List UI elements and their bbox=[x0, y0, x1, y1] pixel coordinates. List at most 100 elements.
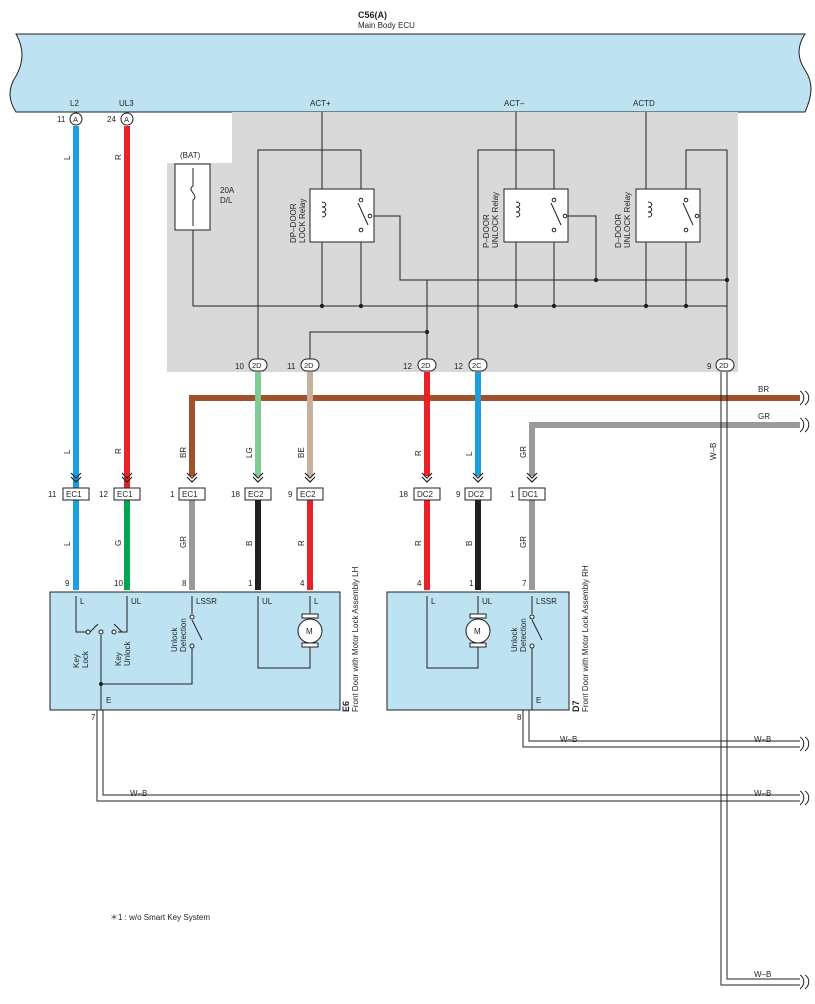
svg-text:Unlock: Unlock bbox=[170, 627, 179, 652]
svg-text:Front Door with Motor Lock Ass: Front Door with Motor Lock Assembly LH bbox=[351, 566, 360, 712]
svg-text:W–B: W–B bbox=[560, 735, 577, 744]
fuse-rating: 20A bbox=[220, 186, 235, 195]
lh-assembly: 9 10 8 1 4 7 L UL LSSR UL L E bbox=[49, 566, 360, 722]
wire-end-markers bbox=[799, 390, 810, 990]
svg-text:L: L bbox=[63, 155, 72, 160]
junction-pin-1: 10 bbox=[235, 362, 244, 371]
svg-text:7: 7 bbox=[522, 579, 527, 588]
svg-text:9: 9 bbox=[288, 490, 293, 499]
ground-wires bbox=[96, 372, 800, 986]
svg-text:9: 9 bbox=[65, 579, 70, 588]
svg-text:B: B bbox=[245, 541, 254, 546]
svg-text:DC2: DC2 bbox=[468, 490, 485, 499]
svg-text:1: 1 bbox=[469, 579, 474, 588]
relay-p-door-unlock: P–DOOR UNLOCK Relay bbox=[482, 188, 569, 248]
svg-text:Unlock: Unlock bbox=[123, 641, 132, 666]
svg-text:L: L bbox=[314, 597, 319, 606]
svg-text:R: R bbox=[114, 154, 123, 160]
svg-text:Lock: Lock bbox=[81, 650, 90, 668]
svg-text:4: 4 bbox=[300, 579, 305, 588]
svg-text:DC1: DC1 bbox=[522, 490, 539, 499]
relay-dp-door-lock: DP–DOOR LOCK Relay bbox=[289, 188, 375, 243]
svg-text:B: B bbox=[465, 541, 474, 546]
svg-text:E: E bbox=[536, 696, 541, 705]
pin-name-actm: ACT– bbox=[504, 99, 525, 108]
svg-text:W–B: W–B bbox=[709, 443, 718, 460]
svg-text:4: 4 bbox=[417, 579, 422, 588]
svg-text:BE: BE bbox=[297, 447, 306, 458]
svg-text:G: G bbox=[114, 540, 123, 546]
junction-pin-5: 9 bbox=[707, 362, 712, 371]
svg-text:LSSR: LSSR bbox=[196, 597, 217, 606]
pin-name-l2: L2 bbox=[70, 99, 79, 108]
svg-text:8: 8 bbox=[182, 579, 187, 588]
svg-text:GR: GR bbox=[758, 412, 770, 421]
svg-text:W–B: W–B bbox=[754, 970, 771, 979]
junction-conn-4: 2C bbox=[472, 361, 482, 370]
pin-name-actp: ACT+ bbox=[310, 99, 331, 108]
svg-text:LG: LG bbox=[245, 447, 254, 458]
svg-text:L: L bbox=[63, 449, 72, 454]
conn-a-l2-label: A bbox=[73, 115, 78, 124]
fuse-name: D/L bbox=[220, 196, 233, 205]
svg-text:R: R bbox=[114, 448, 123, 454]
fuse-icon bbox=[190, 168, 196, 226]
junction-conn-3: 2D bbox=[421, 361, 431, 370]
ecu-name: Main Body ECU bbox=[358, 21, 415, 30]
svg-text:R: R bbox=[414, 450, 423, 456]
svg-text:E: E bbox=[106, 696, 111, 705]
mid-connectors: 11 EC1 12 EC1 1 EC1 18 EC2 9 EC2 18 DC2 … bbox=[48, 487, 546, 501]
svg-text:L: L bbox=[431, 597, 436, 606]
svg-text:7: 7 bbox=[91, 713, 96, 722]
colored-wires bbox=[73, 126, 800, 590]
svg-text:E6: E6 bbox=[341, 701, 351, 712]
junction-pin-2: 11 bbox=[287, 362, 296, 371]
svg-text:W–B: W–B bbox=[754, 789, 771, 798]
relay-p-label-1: P–DOOR bbox=[482, 214, 491, 248]
relay-d-door-unlock: D–DOOR UNLOCK Relay bbox=[614, 188, 701, 248]
svg-text:EC1: EC1 bbox=[66, 490, 82, 499]
junction-pin-4: 12 bbox=[454, 362, 463, 371]
svg-text:GR: GR bbox=[179, 536, 188, 548]
svg-text:GR: GR bbox=[519, 446, 528, 458]
motor-icon-lh: M bbox=[297, 613, 323, 648]
svg-text:EC1: EC1 bbox=[182, 490, 198, 499]
svg-text:1: 1 bbox=[170, 490, 175, 499]
pin-num-l2: 11 bbox=[57, 115, 66, 124]
relay-dp-label-2: LOCK Relay bbox=[298, 199, 307, 243]
svg-text:BR: BR bbox=[758, 385, 769, 394]
fuse-bat-label: (BAT) bbox=[180, 151, 201, 160]
relay-dp-label-1: DP–DOOR bbox=[289, 203, 298, 243]
conn-a-ul3-label: A bbox=[124, 115, 129, 124]
svg-text:UL: UL bbox=[131, 597, 142, 606]
svg-text:1: 1 bbox=[248, 579, 253, 588]
svg-text:Detection: Detection bbox=[179, 618, 188, 652]
svg-text:L: L bbox=[465, 451, 474, 456]
ecu-code: C56(A) bbox=[358, 10, 387, 20]
junction-conn-5: 2D bbox=[719, 361, 729, 370]
svg-text:8: 8 bbox=[517, 713, 522, 722]
svg-text:M: M bbox=[474, 627, 481, 636]
conn-a-ul3 bbox=[120, 112, 134, 126]
svg-text:DC2: DC2 bbox=[417, 490, 434, 499]
svg-text:Key: Key bbox=[72, 654, 81, 668]
svg-text:Unlock: Unlock bbox=[510, 627, 519, 652]
svg-text:L: L bbox=[80, 597, 85, 606]
connector-arrows bbox=[70, 472, 538, 483]
svg-text:GR: GR bbox=[519, 536, 528, 548]
motor-icon-rh: M bbox=[465, 613, 491, 648]
wire-color-labels: L R L R BR LG BE R L GR W–B BR GR L G GR… bbox=[63, 154, 771, 979]
relay-p-label-2: UNLOCK Relay bbox=[491, 192, 500, 248]
junction-pin-3: 12 bbox=[403, 362, 412, 371]
junction-conn-1: 2D bbox=[252, 361, 262, 370]
pin-num-ul3: 24 bbox=[107, 115, 116, 124]
svg-text:18: 18 bbox=[399, 490, 408, 499]
svg-text:10: 10 bbox=[114, 579, 123, 588]
svg-text:LSSR: LSSR bbox=[536, 597, 557, 606]
relay-d-label-2: UNLOCK Relay bbox=[623, 192, 632, 248]
splice-dots bbox=[319, 277, 730, 335]
svg-text:BR: BR bbox=[179, 447, 188, 458]
svg-text:EC2: EC2 bbox=[300, 490, 316, 499]
svg-text:W–B: W–B bbox=[130, 789, 147, 798]
